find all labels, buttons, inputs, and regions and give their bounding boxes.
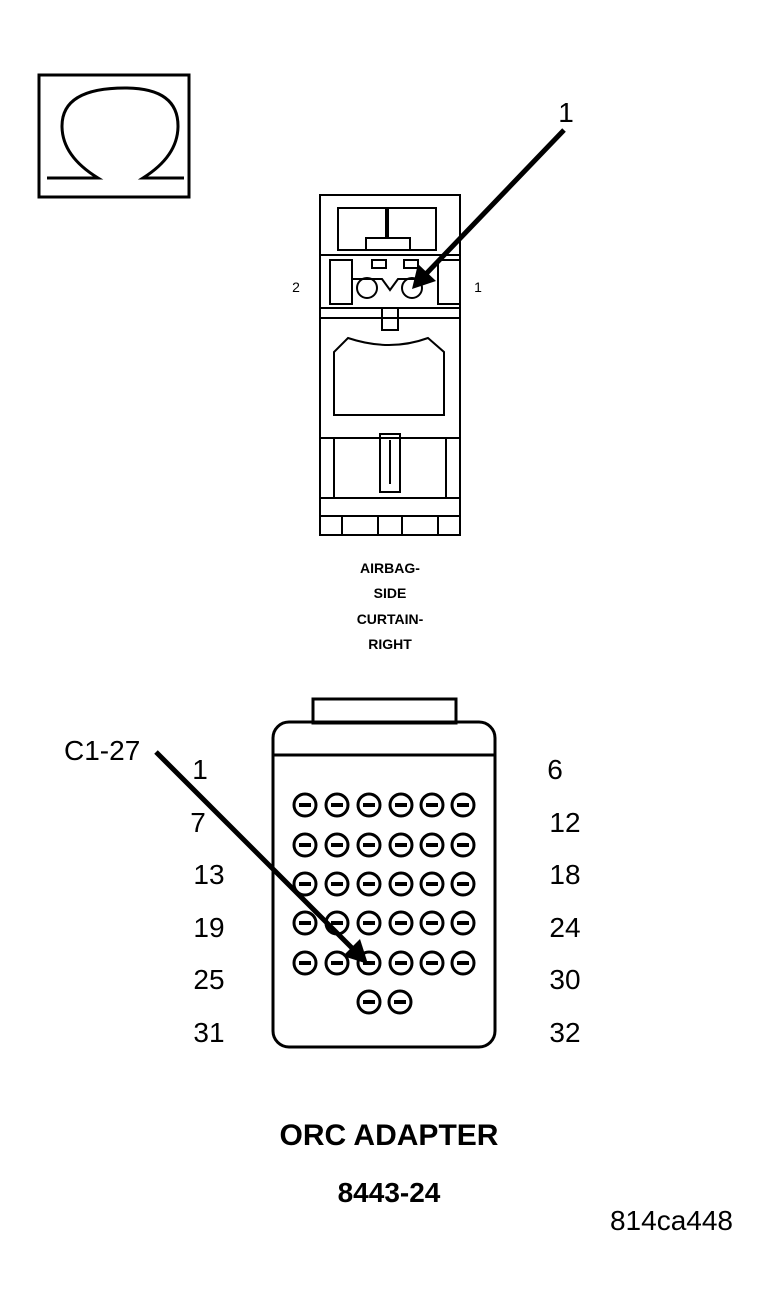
caption-line: AIRBAG- xyxy=(360,560,420,576)
row-label: 7 xyxy=(190,807,206,838)
airbag-connector xyxy=(319,194,461,536)
connector-caption: AIRBAG- SIDE CURTAIN- RIGHT xyxy=(357,560,424,652)
row-label: 13 xyxy=(193,859,224,890)
row-label: 32 xyxy=(549,1017,580,1048)
row-label: 30 xyxy=(549,964,580,995)
pin-label-2: 2 xyxy=(292,279,300,295)
caption-line: SIDE xyxy=(374,585,407,601)
row-label: 25 xyxy=(193,964,224,995)
caption-line: RIGHT xyxy=(368,636,412,652)
callout-arrow-1 xyxy=(412,128,566,289)
row-label: 12 xyxy=(549,807,580,838)
caption-line: CURTAIN- xyxy=(357,611,424,627)
callout-c1-27-label: C1-27 xyxy=(64,735,140,766)
row-label: 6 xyxy=(547,754,563,785)
ohm-icon xyxy=(37,73,191,199)
orc-row-labels-right: 6 12 18 24 30 32 xyxy=(547,754,580,1048)
row-label: 1 xyxy=(192,754,208,785)
row-label: 18 xyxy=(549,859,580,890)
cavity-2 xyxy=(356,277,378,299)
callout-1-label: 1 xyxy=(558,97,574,128)
orc-pin-grid xyxy=(292,792,476,1015)
pin-label-1: 1 xyxy=(474,279,482,295)
adapter-title: ORC ADAPTER xyxy=(280,1119,499,1152)
callout-arrow-c1-27 xyxy=(154,750,368,964)
figure-id: 814ca448 xyxy=(610,1205,733,1236)
adapter-part-number: 8443-24 xyxy=(338,1177,441,1208)
orc-row-labels-left: 1 7 13 19 25 31 xyxy=(190,754,224,1048)
row-label: 31 xyxy=(193,1017,224,1048)
row-label: 19 xyxy=(193,912,224,943)
orc-adapter-connector xyxy=(271,697,497,1049)
row-label: 24 xyxy=(549,912,580,943)
